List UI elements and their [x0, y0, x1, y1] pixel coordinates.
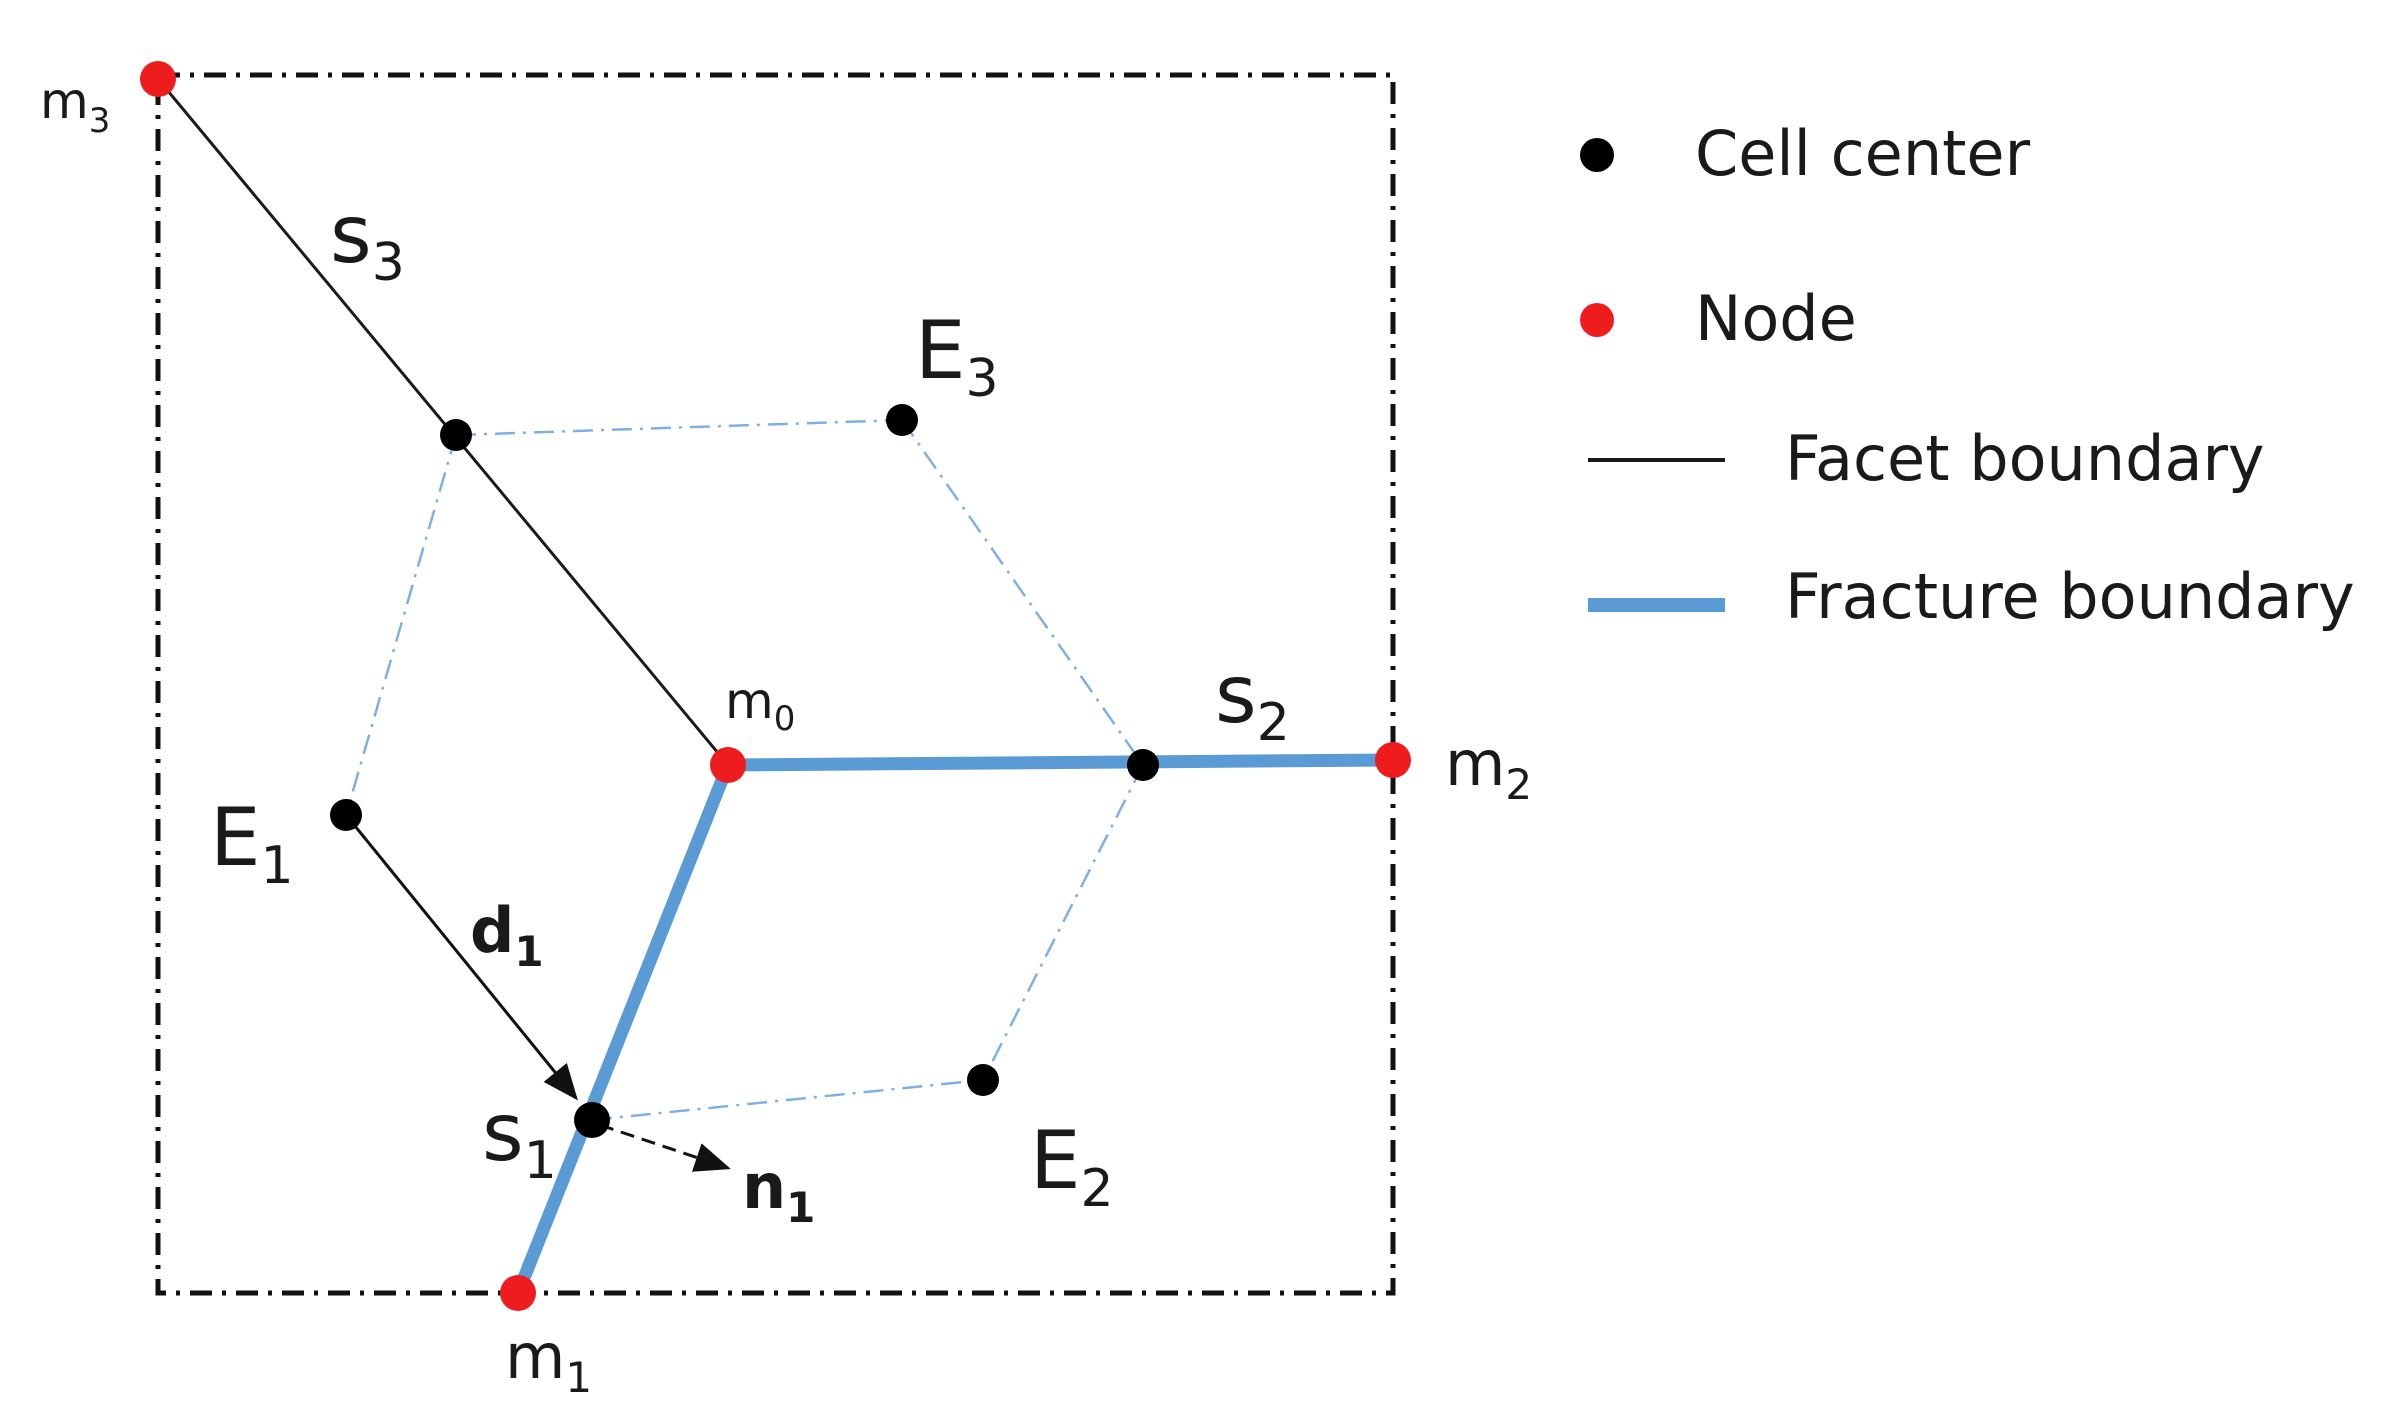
node-m1: [500, 1275, 536, 1311]
dual-line-s3-e3: [455, 418, 903, 437]
cell-center-s1: [574, 1102, 610, 1138]
cell-center-e2: [967, 1064, 999, 1096]
dual-line-e3-s2: [900, 419, 1145, 766]
node-m3: [140, 61, 176, 97]
nodes: [140, 61, 1411, 1311]
dual-line-s1-e2: [591, 1078, 984, 1122]
label-s2: s2: [1215, 648, 1290, 753]
dual-line-s3-e1: [344, 434, 458, 816]
legend-facet-boundary-label: Facet boundary: [1785, 422, 2265, 495]
node-m2: [1375, 742, 1411, 778]
legend-node-marker: [1580, 303, 1614, 337]
legend-node-label: Node: [1695, 282, 1857, 355]
node-m0: [710, 747, 746, 783]
label-m0: m0: [725, 672, 795, 739]
cell-center-s3: [440, 419, 472, 451]
fracture-boundaries: [511, 753, 1394, 1296]
label-m1: m1: [505, 1320, 592, 1402]
legend: Cell center Node Facet boundary Fracture…: [1580, 117, 2355, 633]
label-e3: E3: [915, 304, 999, 409]
dual-mesh-lines: [344, 418, 1145, 1122]
legend-cell-center-label: Cell center: [1695, 117, 2031, 190]
cell-center-e3: [886, 404, 918, 436]
label-n1: n1: [742, 1150, 815, 1232]
cell-center-s2: [1127, 749, 1159, 781]
cell-boundary-box: [155, 72, 1396, 1296]
cell-center-e1: [330, 799, 362, 831]
label-e2: E2: [1030, 1114, 1114, 1219]
cell-centers: [330, 404, 1159, 1138]
legend-fracture-boundary-label: Fracture boundary: [1785, 560, 2355, 633]
fracture-m0-m2: [727, 753, 1394, 772]
dual-line-s2-e2: [981, 764, 1145, 1081]
n1-normal-arrow: [599, 1123, 731, 1172]
label-m2: m2: [1445, 727, 1532, 809]
label-d1: d1: [470, 894, 544, 976]
label-m3: m3: [40, 72, 110, 141]
label-s3: s3: [330, 188, 405, 293]
legend-cell-center-marker: [1580, 138, 1614, 172]
label-e1: E1: [210, 791, 294, 896]
d1-vector-arrow: [344, 814, 578, 1101]
facet-boundary-line: [156, 78, 730, 766]
fracture-m0-m1: [511, 762, 735, 1296]
label-s1: s1: [482, 1086, 557, 1191]
